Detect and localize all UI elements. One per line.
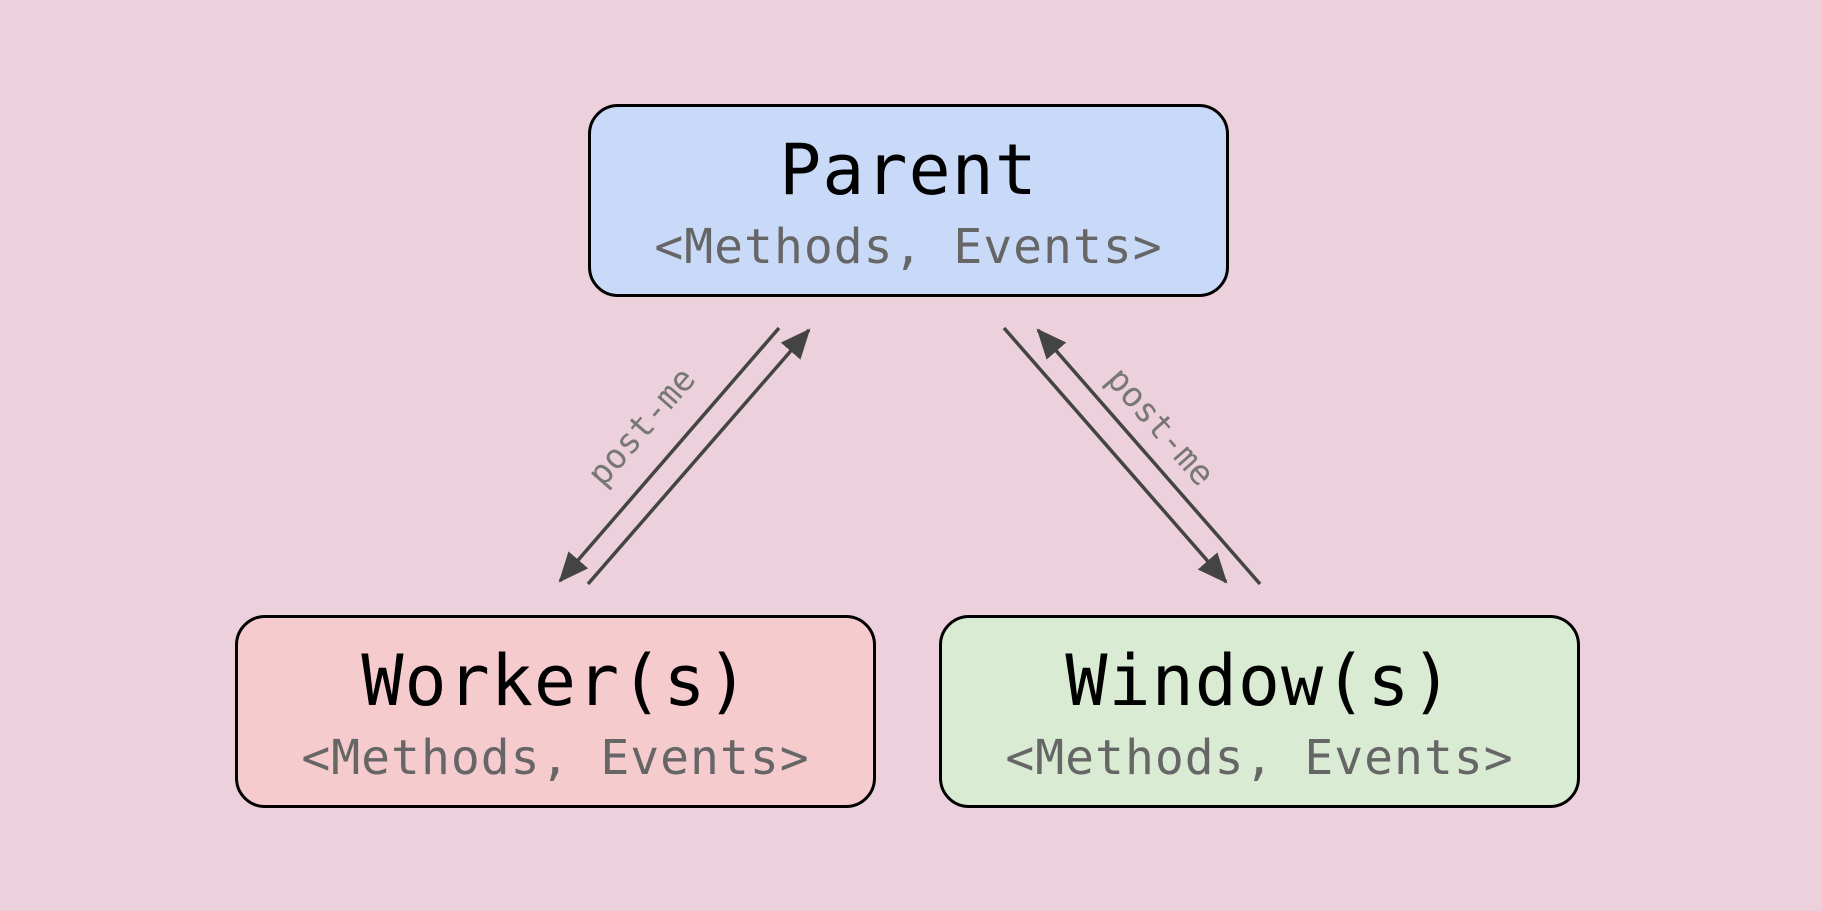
arrow-parent-to-window xyxy=(1002,326,1228,584)
arrow-window-to-parent xyxy=(1036,328,1262,586)
edge-label-parent-window: post-me xyxy=(1098,360,1222,494)
arrow-parent-to-worker xyxy=(558,326,781,583)
parent-subtitle: <Methods, Events> xyxy=(654,219,1163,275)
window-node: Window(s) <Methods, Events> xyxy=(939,615,1580,808)
arrow-worker-to-parent xyxy=(586,328,811,586)
worker-subtitle: <Methods, Events> xyxy=(301,730,810,786)
window-subtitle: <Methods, Events> xyxy=(1005,730,1514,786)
parent-node: Parent <Methods, Events> xyxy=(588,104,1229,297)
window-title: Window(s) xyxy=(1065,640,1454,722)
parent-title: Parent xyxy=(779,129,1038,211)
worker-node: Worker(s) <Methods, Events> xyxy=(235,615,876,808)
worker-title: Worker(s) xyxy=(361,640,750,722)
